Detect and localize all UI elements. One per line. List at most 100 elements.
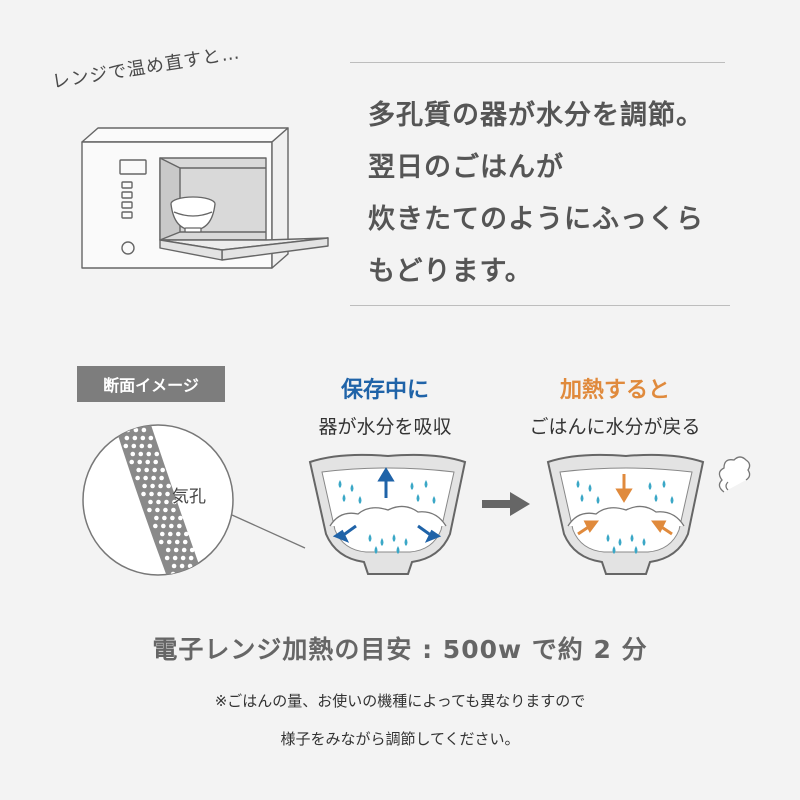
pore-dot (135, 475, 140, 481)
pore-dot (171, 507, 176, 513)
pore-dot (166, 539, 172, 545)
pore-dot (167, 531, 173, 537)
top-divider (350, 62, 725, 63)
footnote-line-2: 様子をみながら調節してください。 (280, 730, 520, 748)
pore-dot (140, 435, 146, 441)
pore-dot (138, 451, 144, 457)
footnote-line-1: ※ごはんの量、お使いの機種によっても異なりますので (214, 692, 586, 710)
pore-dot (142, 483, 147, 489)
storage-title: 保存中に (340, 378, 429, 403)
pore-dot (164, 499, 169, 505)
pore-dot (133, 427, 139, 433)
pore-dot (112, 412, 117, 417)
headline: 多孔質の器が水分を調節。 翌日のごはんが 炊きたてのようにふっくら もどります。 (368, 90, 768, 298)
pore-dot (186, 571, 192, 575)
pore-dot (173, 547, 179, 553)
pore-dot (135, 420, 140, 425)
pore-dot (156, 499, 161, 505)
pore-dot (129, 459, 135, 465)
pore-dot (145, 459, 151, 465)
pore-dot (143, 475, 148, 481)
pore-dot (148, 499, 153, 505)
pore-dot (194, 571, 200, 575)
pore-dot (149, 491, 154, 497)
pore-dot (179, 563, 185, 569)
pore-dot (158, 483, 163, 489)
pore-dot (180, 555, 186, 561)
heating-title: 加熱すると (559, 378, 670, 403)
pore-dot (170, 515, 175, 521)
pore-dot (141, 491, 146, 497)
pore-dot (165, 491, 170, 497)
pore-dot (171, 563, 177, 569)
pore-dot (154, 451, 160, 457)
pore-dot (117, 427, 123, 433)
pore-dot (189, 547, 195, 553)
pore-dot (162, 515, 167, 521)
headline-line-2: 翌日のごはんが (368, 152, 564, 183)
pore-dot (182, 539, 188, 545)
pore-dot (177, 523, 182, 529)
pore-dot (147, 443, 153, 449)
pore-dot (154, 515, 159, 521)
cross-section-magnifier (82, 420, 306, 585)
headline-line-3: 炊きたてのようにふっくら (368, 204, 704, 235)
headline-line-1: 多孔質の器が水分を調節。 (368, 100, 704, 131)
pore-dot (175, 531, 181, 537)
pore-dot (153, 523, 158, 529)
pore-dot (137, 459, 143, 465)
pore-dot (136, 467, 141, 473)
pore-dot (163, 507, 168, 513)
pore-dot (161, 523, 166, 529)
pore-dot (202, 580, 207, 585)
section-tag: 断面イメージ (77, 366, 225, 402)
pore-dot (131, 443, 137, 449)
headline-line-4: もどります。 (368, 256, 533, 287)
pore-dot (136, 412, 141, 417)
pore-dot (119, 420, 124, 425)
pore-dot (166, 483, 171, 489)
pore-dot (159, 475, 164, 481)
pore-dot (123, 443, 129, 449)
pore-dot (174, 539, 180, 545)
pore-dot (146, 451, 152, 457)
pore-dot (143, 420, 148, 425)
steam-icon (718, 456, 751, 493)
pore-dot (148, 435, 154, 441)
pore-dot (187, 563, 193, 569)
pore-dot (155, 507, 160, 513)
pore-dot (164, 555, 170, 561)
pore-dot (157, 491, 162, 497)
pore-dot (153, 459, 159, 465)
heating-bowl-diagram (546, 453, 705, 575)
pore-dot (172, 555, 178, 561)
pore-dot (127, 420, 132, 425)
pore-dot (139, 443, 145, 449)
heating-subtitle: ごはんに水分が戻る (529, 416, 701, 438)
pore-dot (130, 451, 136, 457)
pore-dot (165, 547, 171, 553)
pore-dot (124, 435, 130, 441)
storage-subtitle: 器が水分を吸収 (318, 416, 452, 438)
arrow-right-icon (482, 492, 530, 516)
pore-dot (120, 412, 125, 417)
pore-dot (132, 435, 138, 441)
pore-label: 気孔 (172, 487, 206, 507)
pore-dot (152, 467, 157, 473)
pore-dot (172, 499, 177, 505)
pore-dot (150, 483, 155, 489)
pore-dot (178, 515, 183, 521)
pore-dot (160, 467, 165, 473)
pore-dot (144, 467, 149, 473)
pore-dot (181, 547, 187, 553)
pore-dot (159, 531, 165, 537)
pore-dot (178, 580, 183, 585)
pore-dot (141, 427, 147, 433)
storage-bowl-diagram (308, 453, 467, 575)
pore-dot (147, 507, 152, 513)
heating-guideline: 電子レンジ加熱の目安 : 500w で約 2 分 (152, 635, 648, 664)
pore-dot (151, 475, 156, 481)
pore-dot (183, 531, 189, 537)
pore-dot (158, 539, 164, 545)
pore-dot (194, 580, 199, 585)
